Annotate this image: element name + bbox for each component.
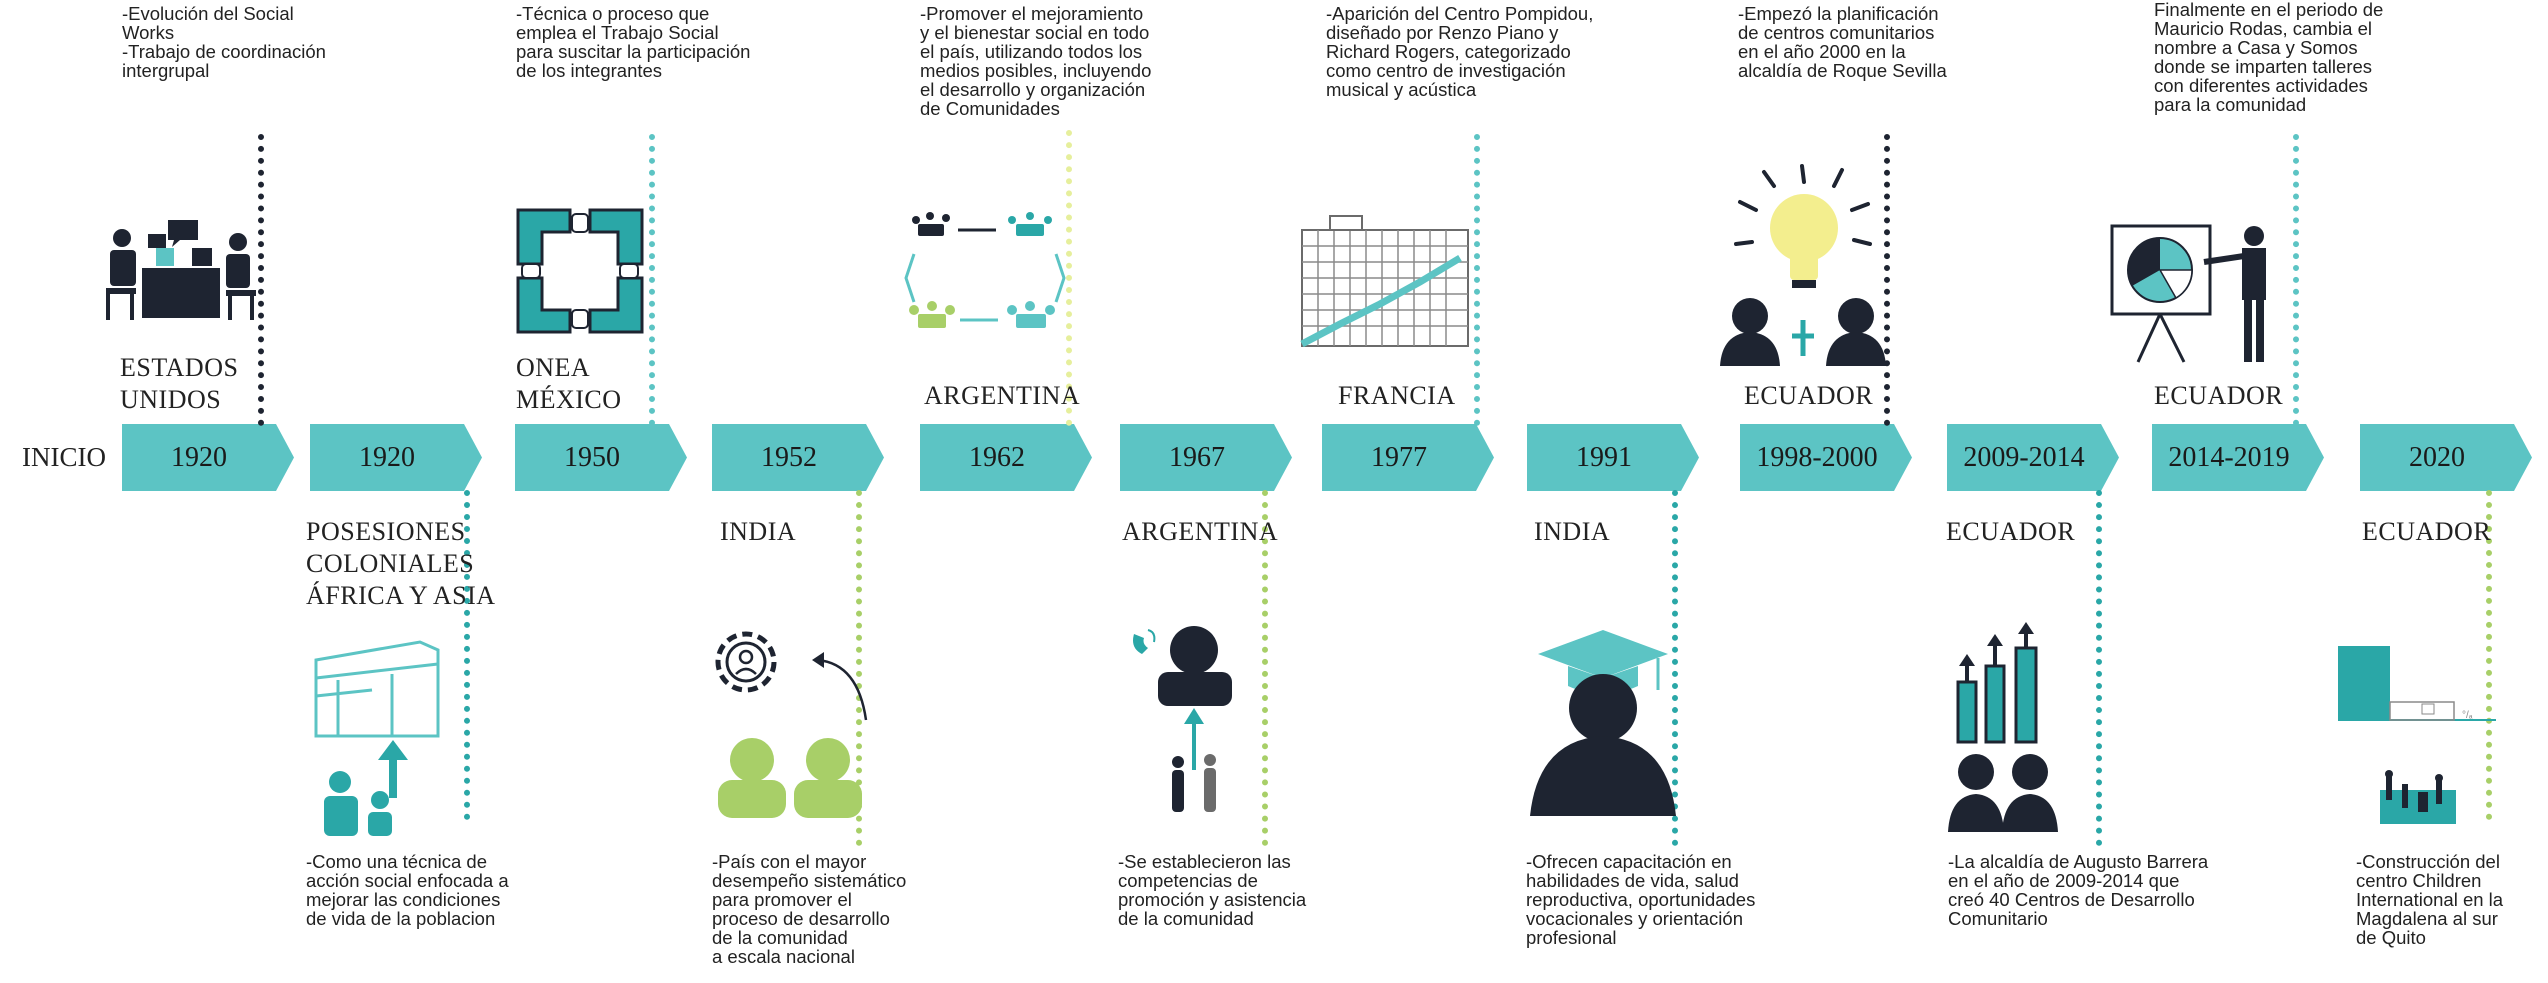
year-chevron-1998-2000: 1998-2000: [1740, 424, 1912, 491]
milestone-note: -Evolución del Social Works -Trabajo de …: [122, 3, 326, 81]
year-label: 1977: [1371, 441, 1427, 473]
year-chevron-1952: 1952: [712, 424, 884, 491]
milestone-note: -Construcción del centro Children Intern…: [2356, 851, 2504, 948]
milestone-place: ARGENTINA: [1122, 517, 1279, 546]
year-label: 1920: [359, 441, 415, 473]
year-label: 2009-2014: [1963, 441, 2085, 473]
year-label: 1998-2000: [1756, 441, 1878, 473]
milestone-place: ECUADOR: [2154, 381, 2284, 410]
pompidou-building-icon: [1300, 215, 1469, 348]
milestone-place: INDIA: [720, 517, 797, 546]
connector-line: [2293, 134, 2299, 426]
gear-people-icon: [715, 631, 868, 818]
connector-line: [258, 134, 264, 426]
connector-line: [2096, 490, 2102, 846]
connector-line: [464, 490, 470, 820]
milestone-place: ESTADOS UNIDOS: [120, 353, 239, 414]
connector-line: [1884, 134, 1890, 426]
year-label: 1967: [1169, 441, 1225, 473]
milestone-place: POSESIONES COLONIALES ÁFRICA Y ASIA: [306, 517, 496, 610]
connector-line: [856, 490, 862, 846]
building-plan-icon: °/ₐ: [2338, 646, 2496, 824]
year-chevron-1950: 1950: [515, 424, 687, 491]
year-chevron-1991: 1991: [1527, 424, 1699, 491]
year-chevron-1967: 1967: [1120, 424, 1292, 491]
milestone-note: -Empezó la planificación de centros comu…: [1738, 3, 1947, 81]
milestone-place: ECUADOR: [1744, 381, 1874, 410]
operator-people-icon: [1133, 626, 1232, 812]
year-chevron-1920-b: 1920: [310, 424, 482, 491]
year-chevron-1977: 1977: [1322, 424, 1494, 491]
year-label: 2014-2019: [2168, 441, 2290, 473]
milestone-note: -La alcaldía de Augusto Barrera en el añ…: [1948, 851, 2209, 929]
connector-line: [1474, 134, 1480, 426]
milestone-place: FRANCIA: [1338, 381, 1456, 410]
milestone-place: ECUADOR: [1946, 517, 2076, 546]
connector-line: [1066, 130, 1072, 426]
milestone-note: -Promover el mejoramiento y el bienestar…: [920, 3, 1152, 119]
year-label: 2020: [2409, 441, 2465, 473]
milestone-place: INDIA: [1534, 517, 1611, 546]
milestone-note: -Se establecieron las competencias de pr…: [1118, 851, 1307, 929]
lightbulb-people-icon: [1720, 164, 1886, 366]
milestone-note: -Como una técnica de acción social enfoc…: [306, 851, 509, 929]
year-chevron-2020: 2020: [2360, 424, 2532, 491]
milestone-place: ECUADOR: [2362, 517, 2492, 546]
connector-line: [2486, 490, 2492, 820]
year-chevron-1920-a: 1920: [122, 424, 294, 491]
year-chevron-1962: 1962: [920, 424, 1092, 491]
graduate-icon: [1530, 630, 1676, 816]
milestone-place: ARGENTINA: [924, 381, 1081, 410]
year-label: 1991: [1576, 441, 1632, 473]
office-meeting-icon: [106, 220, 256, 320]
presentation-icon: [2110, 224, 2266, 363]
milestone-note: -País con el mayor desempeño sistemático…: [712, 851, 907, 967]
year-chevron-2014-2019: 2014-2019: [2152, 424, 2324, 491]
milestone-note: -Técnica o proceso que emplea el Trabajo…: [516, 3, 751, 81]
growth-chart-people-icon: [1948, 622, 2058, 832]
hands-circle-icon: [516, 208, 644, 334]
timeline-start-label: INICIO: [22, 442, 106, 472]
year-label: 1920: [171, 441, 227, 473]
year-label: 1950: [564, 441, 620, 473]
milestone-note: Finalmente en el periodo de Mauricio Rod…: [2154, 0, 2384, 115]
connector-line: [649, 134, 655, 426]
year-chevron-2009-2014: 2009-2014: [1947, 424, 2119, 491]
milestone-place: ONEA MÉXICO: [516, 353, 622, 414]
connector-line: [1262, 490, 1268, 846]
year-label: 1952: [761, 441, 817, 473]
meeting-network-icon: [904, 212, 1066, 328]
year-label: 1962: [969, 441, 1025, 473]
milestone-note: -Aparición del Centro Pompidou, diseñado…: [1326, 3, 1594, 100]
connector-line: [1672, 490, 1678, 846]
svg-text:°/ₐ: °/ₐ: [2462, 710, 2473, 721]
storefront-people-icon: [314, 640, 440, 836]
milestone-note: -Ofrecen capacitación en habilidades de …: [1526, 851, 1756, 948]
